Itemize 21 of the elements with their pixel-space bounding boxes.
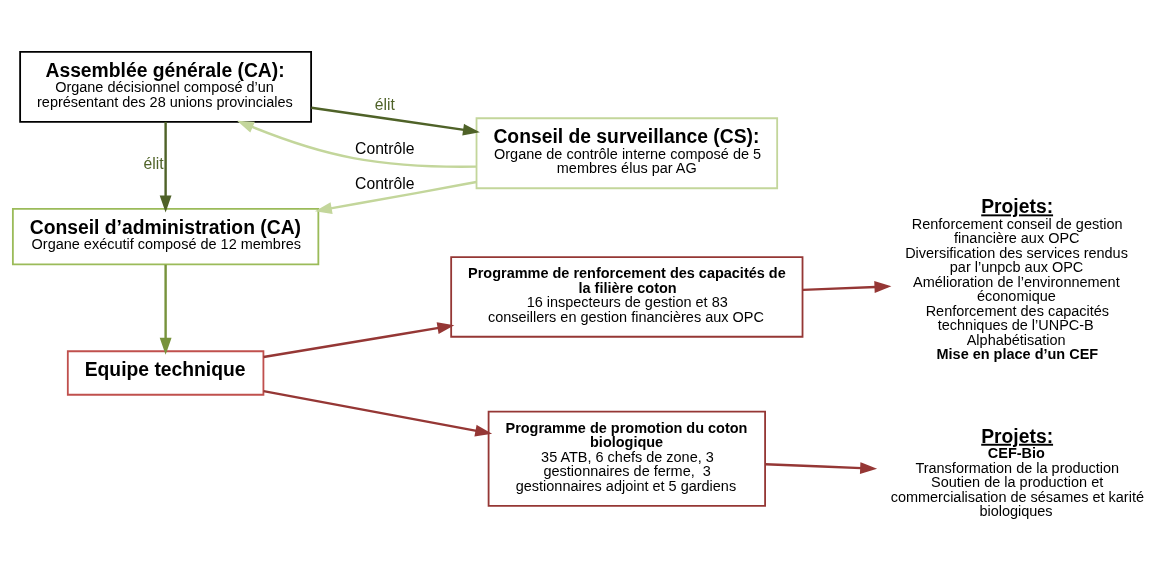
arrow — [263, 389, 493, 437]
node-box: Conseil d’administration (CA) Organe exécutif composé de 12 membres — [11, 207, 320, 266]
arrow — [263, 322, 455, 359]
node-text: Projets: CEF-Bio Transformation de la production Soutien de la production et commercialisation de sésames et karité biologiques — [890, 425, 1144, 520]
node-box: Equipe technique — [66, 350, 265, 396]
arrow — [314, 180, 477, 215]
arrow — [311, 106, 480, 136]
node-box: Programme de promotion du coton biologique 35 ATB, 6 chefs de zone, 3 gestionnaires de ferme, 3 gestionnaires adjoint et 5 gardiens — [487, 410, 766, 507]
arrow — [236, 120, 477, 168]
arrow — [159, 121, 172, 213]
node-text: Projets: Renforcement conseil de gestion financière aux OPC Diversification des services rendus par l’unpcb aux OPC Amélioration de l’environnement économique Renforcement des capacités techniques de l’UNPC-B Alphabétisation Mise en place d’un CEF — [905, 196, 1128, 363]
edge-label: Contrôle — [355, 139, 415, 157]
edge-label: élit — [374, 96, 395, 114]
node-box: Assemblée générale (CA): Organe décisionnel composé d’un représentant des 28 unions provinciales — [19, 50, 312, 123]
edge-label: élit — [143, 155, 164, 173]
arrow — [159, 264, 172, 355]
edge-label: Contrôle — [355, 174, 415, 192]
arrow — [802, 281, 892, 293]
node-box: Conseil de surveillance (CS): Organe de contrôle interne composé de 5 membres élus par AG — [475, 117, 779, 190]
arrow — [765, 462, 878, 475]
node-box: Programme de renforcement des capacités de la filière coton 16 inspecteurs de gestion et 83 conseillers en gestion financières aux OPC — [450, 256, 804, 338]
